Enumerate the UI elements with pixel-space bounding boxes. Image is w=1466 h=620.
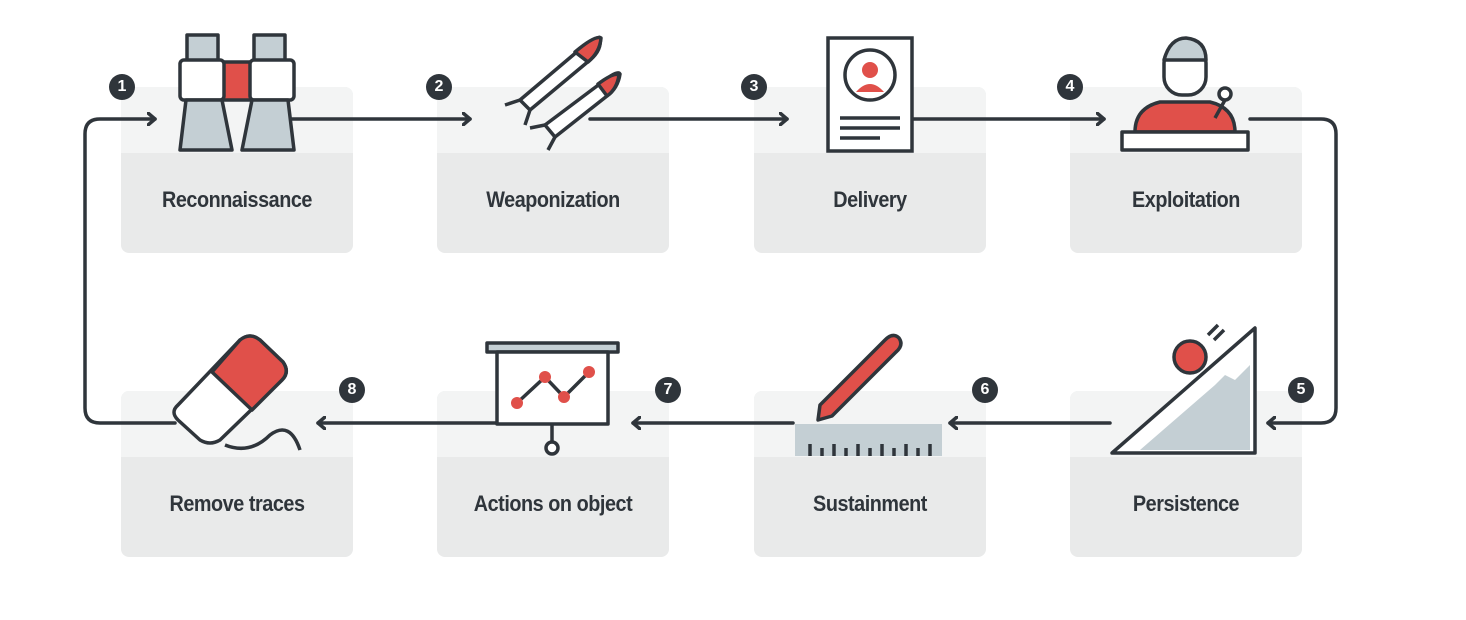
- connector-arrow: [1248, 117, 1338, 423]
- binoculars-icon: [178, 33, 296, 152]
- presentation-board-icon: [485, 341, 620, 456]
- step-label: Persistence: [1132, 491, 1240, 516]
- step-label: Remove traces: [169, 491, 305, 516]
- step-label: Weaponization: [486, 187, 620, 212]
- step-label: Delivery: [833, 187, 907, 212]
- step-label: Reconnaissance: [162, 187, 312, 212]
- step-number-badge: 5: [1288, 377, 1314, 403]
- step-number-badge: 3: [741, 74, 767, 100]
- eraser-icon: [172, 334, 302, 451]
- step-number-badge: 7: [655, 377, 681, 403]
- speaker-podium-icon: [1120, 36, 1250, 152]
- connector-arrow: [83, 119, 177, 425]
- step-label: Exploitation: [1132, 187, 1240, 212]
- ball-slope-icon: [1110, 323, 1257, 455]
- step-number-badge: 6: [972, 377, 998, 403]
- step-number-badge: 2: [426, 74, 452, 100]
- step-label: Sustainment: [813, 491, 927, 516]
- pencil-ruler-icon: [795, 333, 942, 456]
- step-card-actions-on-object: Actions on object: [437, 391, 669, 557]
- step-number-badge: 4: [1057, 74, 1083, 100]
- step-label: Actions on object: [473, 491, 633, 516]
- step-number-badge: 8: [339, 377, 365, 403]
- missiles-icon: [504, 35, 622, 151]
- document-profile-icon: [826, 36, 914, 153]
- step-number-badge: 1: [109, 74, 135, 100]
